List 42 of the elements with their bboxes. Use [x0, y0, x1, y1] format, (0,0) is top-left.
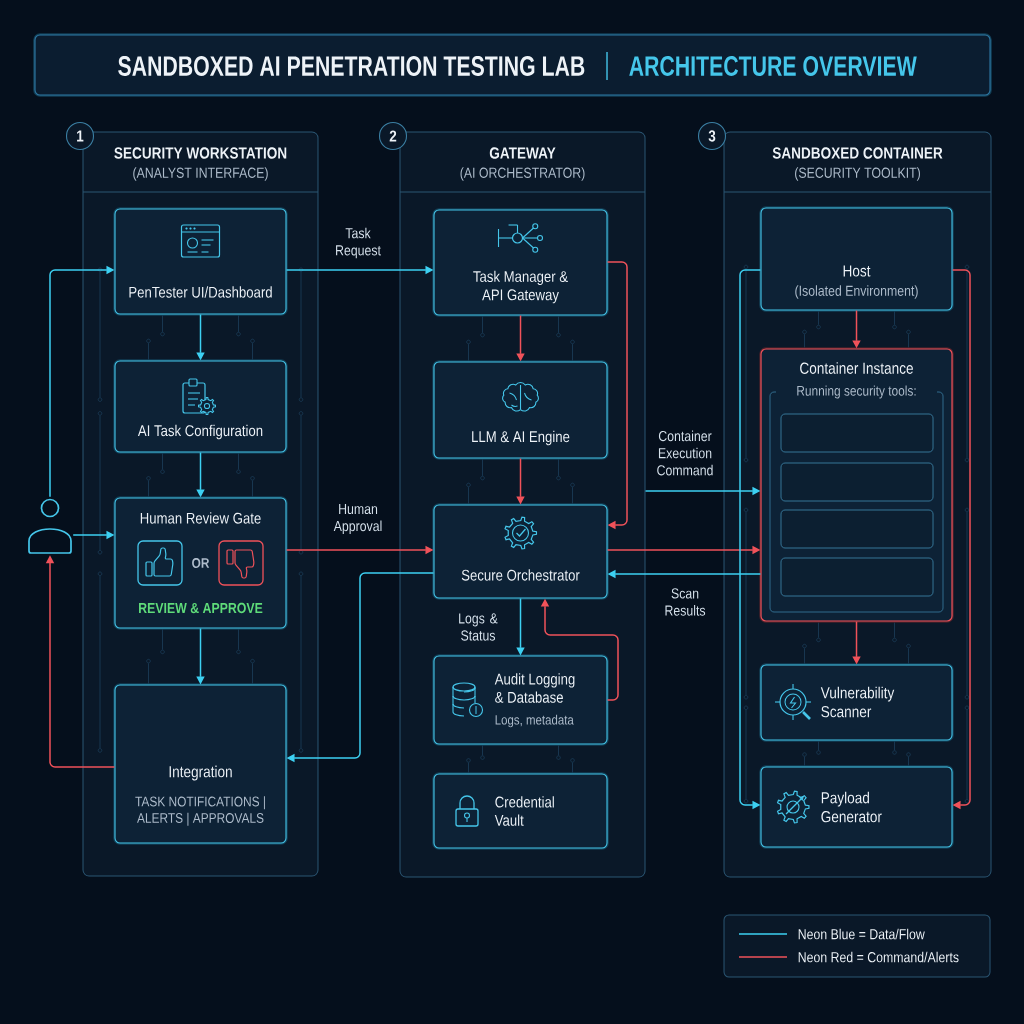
edge-label: Container Execution Command — [657, 430, 713, 476]
column-heading: SANDBOXED CONTAINER — [772, 147, 943, 159]
number-badge: 2 — [378, 121, 408, 151]
process-box — [432, 208, 609, 317]
heading: Integration — [169, 765, 232, 781]
column-subheading: (SECURITY TOOLKIT) — [795, 167, 920, 181]
status-text: REVIEW & APPROVE — [139, 602, 263, 614]
column-heading: GATEWAY — [489, 147, 556, 159]
edge-label: Human Approval — [333, 503, 382, 535]
edge-label: Scan Results — [665, 588, 706, 616]
edge-label: Logs & Status — [459, 613, 498, 641]
description: TASK NOTIFICATIONS | ALERTS | APPROVALS — [135, 796, 265, 826]
process-box — [432, 772, 609, 850]
edge-label: Task Request — [336, 227, 381, 259]
heading: Credential Vault — [494, 796, 554, 826]
number-badge: 1 — [65, 121, 95, 151]
number-badge: 3 — [697, 121, 727, 151]
subtitle: ARCHITECTURE OVERVIEW — [629, 56, 917, 76]
heading: PenTester UI/Dashboard — [129, 286, 272, 298]
process-box — [432, 360, 609, 460]
person-icon — [28, 498, 72, 554]
heading: AI Task Configuration — [137, 424, 263, 440]
title: SANDBOXED AI PENETRATION TESTING LAB — [118, 56, 585, 76]
label: OR — [192, 558, 210, 568]
process-box — [113, 207, 288, 316]
description: Logs, metadata — [495, 714, 574, 728]
heading: Audit Logging & Database — [494, 673, 575, 703]
process-box — [432, 503, 609, 600]
process-box — [113, 359, 288, 454]
legend-text: Neon Blue = Data/Flow — [798, 928, 925, 940]
legend-text: Neon Red = Command/Alerts — [798, 951, 959, 963]
process-box — [113, 496, 288, 630]
arrow — [606, 261, 628, 530]
process-box — [113, 683, 288, 845]
column-subheading: (ANALYST INTERFACE) — [133, 167, 268, 181]
heading: Secure Orchestrator — [461, 569, 580, 581]
heading: Task Manager & API Gateway — [473, 270, 568, 304]
heading: Human Review Gate — [140, 512, 261, 524]
column-heading: SECURITY WORKSTATION — [114, 147, 287, 159]
heading: LLM & AI Engine — [472, 430, 570, 446]
process-box — [432, 654, 609, 746]
column-subheading: (AI ORCHESTRATOR) — [460, 167, 585, 181]
